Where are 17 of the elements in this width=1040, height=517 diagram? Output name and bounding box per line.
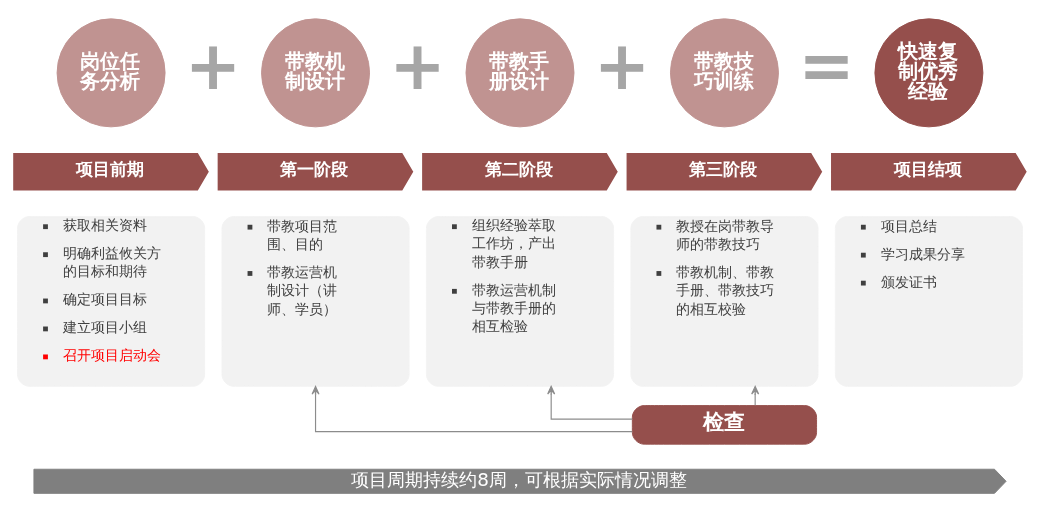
label: + [184,25,242,105]
label: = [798,25,855,105]
label: + [389,25,446,105]
node-circle: 带教手册设计 [465,17,575,127]
arrow [547,385,633,420]
arrow [311,385,633,432]
node-box: 教授在岗带教导师的带教技巧 带教机制、带教手册、带教技巧的相互校验 [630,215,819,387]
node-circle: 岗位任务分析 [56,17,166,127]
node-box: 项目总结 学习成果分享 颁发证书 [834,215,1023,387]
node-circle: 快速复制优秀经验 [874,17,984,127]
node-box: 获取相关资料 明确利益攸关方的目标和期待 确定项目目标 建立项目小组 召开项目启动会 [17,215,206,387]
label: + [593,25,651,105]
node-box: 检查 [631,404,818,445]
node-box: 组织经验萃取工作坊，产出带教手册 带教运营机制与带教手册的相互检验 [425,215,615,387]
node-circle: 带教机制设计 [261,17,371,127]
node-circle: 带教技巧训练 [669,17,779,127]
node-box: 带教项目范围、目的 带教运营机制设计（讲师、学员） [221,215,410,387]
